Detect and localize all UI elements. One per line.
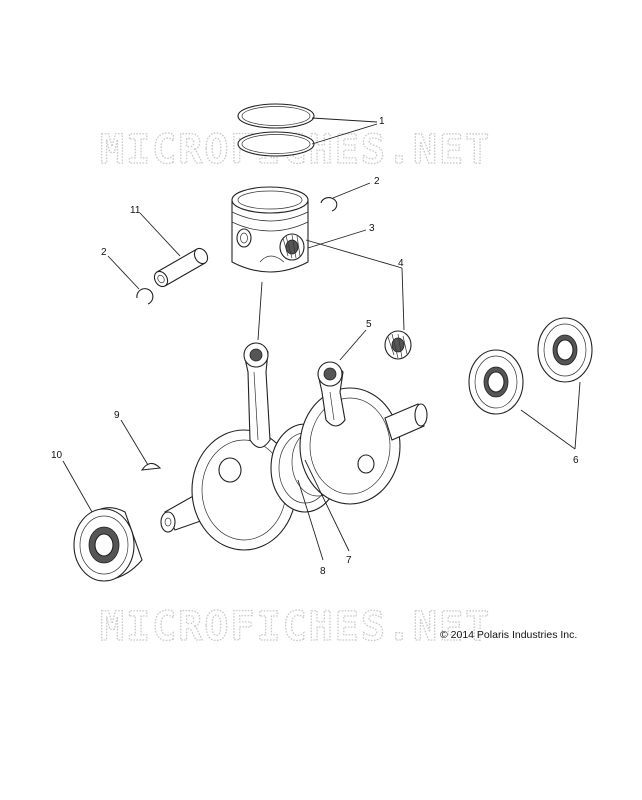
- watermark-bottom: MICROFICHES.NET: [100, 604, 491, 650]
- callout-8: 8: [320, 566, 326, 577]
- piston-rings: [237, 103, 315, 157]
- copyright-text: © 2014 Polaris Industries Inc.: [440, 629, 577, 641]
- callout-6: 6: [573, 455, 579, 466]
- main-bearing-left: [468, 349, 524, 415]
- callout-9: 9: [114, 410, 120, 421]
- leader-lines: [62, 117, 581, 561]
- callout-7: 7: [346, 555, 352, 566]
- circlip-left: [136, 288, 154, 305]
- needle-bearing-right: [384, 330, 412, 360]
- callout-10: 10: [51, 450, 63, 461]
- needle-bearing-left: [279, 233, 305, 261]
- circlip-right: [320, 197, 338, 212]
- callout-5: 5: [366, 319, 372, 330]
- callout-2-left: 2: [101, 247, 107, 258]
- piston-pin: [153, 247, 209, 288]
- roller-bearing: [73, 507, 143, 582]
- woodruff-key: [140, 462, 162, 471]
- callout-4: 4: [398, 258, 404, 269]
- crankshaft: [160, 387, 428, 551]
- callout-1: 1: [379, 116, 385, 127]
- callout-11: 11: [130, 205, 141, 216]
- callout-2-right: 2: [374, 176, 380, 187]
- callout-3: 3: [369, 223, 375, 234]
- connecting-rod-right: [317, 361, 346, 427]
- main-bearing-right: [537, 317, 593, 383]
- connecting-rod-left: [243, 342, 271, 449]
